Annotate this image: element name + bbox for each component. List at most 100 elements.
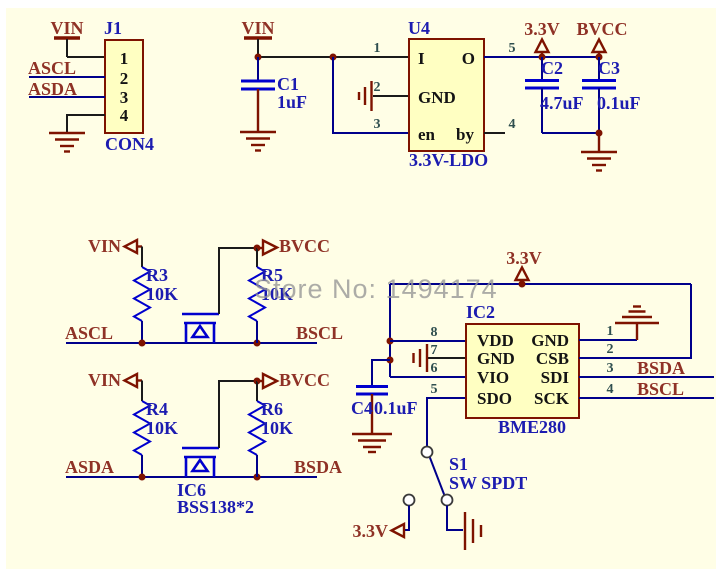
u4-pin-num-2: 2 [374, 80, 381, 95]
r5-value: 10K [261, 284, 293, 304]
ic2-pin-num-7: 7 [431, 343, 438, 358]
resistor-r5 [246, 266, 268, 322]
power-label-3v3: 3.3V [524, 19, 560, 39]
wire-throw-gnd [446, 505, 463, 531]
c3-designator: C3 [598, 58, 620, 78]
capacitor-c4: C4 0.1uF [351, 359, 418, 433]
ground-symbol-bme-right [615, 305, 659, 340]
level-shifter-sda: VIN R4 10K ASDA BSDA R6 10K [65, 370, 342, 517]
u4-pin-num-4: 4 [509, 117, 516, 132]
wire-pin4-gnd [66, 114, 105, 132]
r4-value: 10K [146, 418, 178, 438]
c1-designator: C1 [277, 74, 299, 94]
ground-symbol-u4-left [357, 81, 373, 111]
power-label-3v3-s1: 3.3V [353, 521, 389, 541]
ic2-pin-num-4: 4 [607, 382, 614, 397]
c4-value: 0.1uF [374, 398, 418, 418]
c4-designator: C4 [351, 398, 373, 418]
regulator-u4: VIN C1 1uF U4 3.3V- [240, 18, 516, 170]
switch-throw-gnd-contact [440, 493, 454, 507]
u4-pin-num-5: 5 [509, 41, 516, 56]
ic2-pin-sdo: SDO [477, 389, 512, 408]
capacitor-c1: C1 1uF [241, 57, 307, 131]
wire-throw-3v3 [405, 505, 410, 531]
sensor-ic2: 3.3V C4 0.1uF IC2 BME280 VDD [351, 248, 714, 454]
power-arrow-bvcc-right-symbol-2 [257, 372, 280, 390]
power-label-3v3-bme: 3.3V [506, 248, 542, 268]
junction-dot [138, 473, 146, 481]
ic2-part: BME280 [498, 417, 566, 437]
r3-value: 10K [146, 284, 178, 304]
ground-symbol-c2c3 [581, 133, 617, 172]
net-label-ascl-sh1: ASCL [65, 323, 113, 343]
net-label-bsda-sh2: BSDA [294, 457, 342, 477]
output-filter: 3.3V BVCC C2 4.7uF C3 0.1uF [484, 19, 641, 172]
s1-value: SW SPDT [449, 473, 527, 493]
net-label-asda: ASDA [28, 79, 77, 99]
net-label-bvcc-sh2: BVCC [279, 370, 330, 390]
switch-s1: S1 SW SPDT 3.3V [353, 445, 527, 550]
ic2-pin-num-6: 6 [431, 361, 438, 376]
power-label-bvcc: BVCC [576, 19, 627, 39]
power-arrow-bvcc-symbol [590, 36, 608, 57]
ic2-body [465, 323, 580, 419]
wire-gate1-bvcc [218, 247, 254, 314]
ic2-pin-num-3: 3 [607, 361, 614, 376]
ic2-pin-num-1: 1 [607, 324, 614, 339]
net-label-bsda-bme: BSDA [637, 358, 685, 378]
r4-designator: R4 [146, 399, 168, 419]
net-label-asda-sh2: ASDA [65, 457, 114, 477]
c3-value: 0.1uF [597, 93, 641, 113]
j1-pin-4: 4 [120, 106, 129, 125]
junction-dot [518, 280, 526, 288]
ic2-pin-csb: CSB [536, 349, 569, 368]
power-bar-vin-symbol [54, 36, 80, 57]
j1-pin-1: 1 [120, 49, 129, 68]
u4-pin-name-en: en [418, 125, 436, 144]
u4-pin-name-out: O [462, 49, 475, 68]
j1-body [104, 39, 144, 134]
ic2-pin-num-5: 5 [431, 382, 438, 397]
u4-pin-num-1: 1 [374, 41, 381, 56]
ic2-pin-gnd-left: GND [477, 349, 515, 368]
resistor-r6 [246, 400, 268, 456]
s1-designator: S1 [449, 454, 468, 474]
ic2-pin-sdi: SDI [541, 368, 570, 387]
wire-gate2-bvcc [218, 380, 254, 448]
ic2-pin-vdd: VDD [477, 331, 514, 350]
power-arrow-bvcc-right-symbol [257, 238, 280, 257]
resistor-r4 [131, 400, 153, 456]
r6-designator: R6 [261, 399, 283, 419]
switch-common-contact [420, 445, 434, 459]
ic2-pin-num-8: 8 [431, 325, 438, 340]
net-label-vin-2: VIN [241, 18, 274, 38]
mosfet-q1-symbol [182, 312, 219, 343]
mosfet-q2-symbol [182, 446, 219, 477]
wire-pin5-sdo [426, 397, 466, 446]
level-shifter-scl: VIN R3 10K ASCL BSCL R5 10K [65, 236, 343, 347]
ground-symbol-c1 [240, 130, 276, 152]
c2-value: 4.7uF [540, 93, 584, 113]
net-label-bscl-sh1: BSCL [296, 323, 343, 343]
capacitor-c3: C3 0.1uF [582, 57, 641, 133]
capacitor-c2: C2 4.7uF [525, 57, 584, 133]
u4-value: 3.3V-LDO [409, 150, 488, 170]
wire-pin2-csb [579, 284, 692, 359]
j1-designator: J1 [104, 18, 122, 38]
u4-pin-num-3: 3 [374, 117, 381, 132]
ic2-pin-gnd-right: GND [531, 331, 569, 350]
connector-j1: VIN J1 1 2 3 4 ASCL ASDA CON4 [28, 18, 154, 154]
r6-value: 10K [261, 418, 293, 438]
net-label-vin: VIN [50, 18, 83, 38]
ground-symbol-j1 [49, 131, 85, 153]
net-label-bscl-bme: BSCL [637, 379, 684, 399]
u4-body [408, 38, 485, 152]
j1-pin-3: 3 [120, 88, 129, 107]
j1-pin-2: 2 [120, 69, 129, 88]
ic2-pin-num-2: 2 [607, 342, 614, 357]
net-label-ascl: ASCL [28, 58, 76, 78]
j1-footprint: CON4 [105, 134, 154, 154]
resistor-r3 [131, 266, 153, 322]
